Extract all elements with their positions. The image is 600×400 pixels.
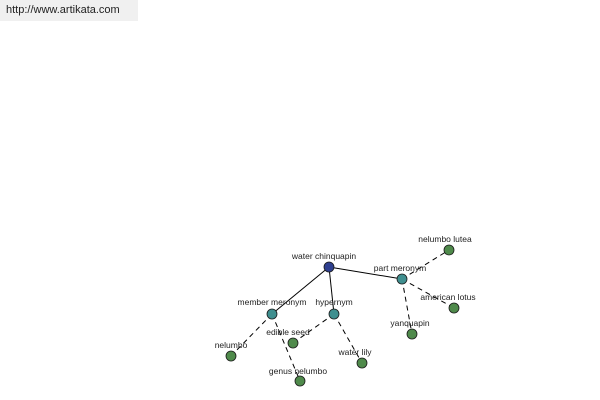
edge-hypernym-to-water-lily [333,313,363,364]
node-dot-nelumbo-lutea[interactable] [443,244,455,256]
edge-water-chinquapin-to-part-meronym [328,266,403,280]
node-label-member-meronym: member meronym [238,297,307,307]
node-part-meronym[interactable]: part meronym [374,263,426,285]
node-hypernym[interactable]: hypernym [315,297,353,320]
edge-part-meronym-to-american-lotus [401,278,455,309]
node-water-lily[interactable]: water lily [337,347,372,369]
node-label-hypernym: hypernym [315,297,352,307]
node-yanquapin[interactable]: yanquapin [390,318,430,340]
edge-water-chinquapin-to-hypernym [328,266,335,315]
node-nelumbo-lutea[interactable]: nelumbo lutea [418,234,472,256]
node-dot-water-lily[interactable] [356,357,368,369]
node-dot-hypernym[interactable] [328,308,340,320]
node-member-meronym[interactable]: member meronym [238,297,307,320]
node-dot-edible-seed[interactable] [287,337,299,349]
nodes-layer: water chinquapin part meronym member meron… [215,234,476,387]
node-nelumbo[interactable]: nelumbo [215,340,248,362]
node-dot-yanquapin[interactable] [406,328,418,340]
node-water-chinquapin[interactable]: water chinquapin [291,251,357,273]
node-label-part-meronym: part meronym [374,263,426,273]
node-label-american-lotus: american lotus [420,292,475,302]
node-dot-genus-nelumbo[interactable] [294,375,306,387]
node-dot-part-meronym[interactable] [396,273,408,285]
edges-layer [230,249,455,382]
node-genus-nelumbo[interactable]: genus nelumbo [269,366,327,387]
edge-member-meronym-to-nelumbo [230,313,273,357]
node-dot-member-meronym[interactable] [266,308,278,320]
node-label-edible-seed: edible seed [266,327,310,337]
node-label-nelumbo: nelumbo [215,340,248,350]
site-url[interactable]: http://www.artikata.com [0,0,138,21]
node-label-yanquapin: yanquapin [390,318,430,328]
node-dot-american-lotus[interactable] [448,302,460,314]
node-label-nelumbo-lutea: nelumbo lutea [418,234,472,244]
edge-part-meronym-to-nelumbo-lutea [401,249,450,280]
edge-water-chinquapin-to-member-meronym [271,266,330,315]
node-dot-nelumbo[interactable] [225,350,237,362]
node-label-water-lily: water lily [337,347,372,357]
node-dot-water-chinquapin[interactable] [323,261,335,273]
edge-part-meronym-to-yanquapin [401,278,413,335]
edge-member-meronym-to-genus-nelumbo [271,313,301,382]
node-edible-seed[interactable]: edible seed [266,327,310,349]
node-american-lotus[interactable]: american lotus [420,292,476,314]
node-label-genus-nelumbo: genus nelumbo [269,366,327,376]
node-label-water-chinquapin: water chinquapin [291,251,357,261]
